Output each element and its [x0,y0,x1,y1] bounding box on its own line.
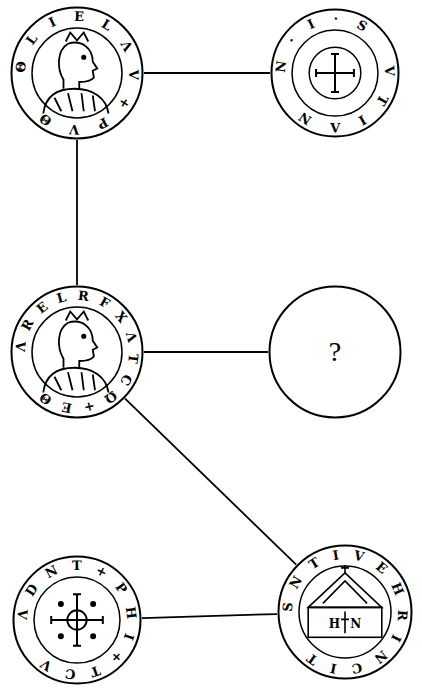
coin-inscription: SNTIVEHRINCIT [280,547,410,676]
coin-inscription: ΘLIELΛV+ΡVΘ [13,9,141,137]
coin-outline: ΛRELRFXΛTCΩ+EΘ [10,285,144,419]
unknown-coin: ? [268,285,402,419]
svg-text:N·I·S VTIΛN: N·I·S VTIΛN [273,11,397,135]
connector-line [144,72,270,74]
temple-design [308,565,382,637]
cross-design [316,54,354,92]
coin-inscription: N·I·S VTIΛN [273,11,397,135]
connector-line [144,351,268,353]
svg-text:ΛRELRFXΛTCΩ+EΘ: ΛRELRFXΛTCΩ+EΘ [13,288,141,416]
coin-outline: N·I·S VTIΛN [270,8,400,138]
coin: N·I·S VTIΛN [270,8,400,138]
coin-inscription: ΛRELRFXΛTCΩ+EΘ [13,288,141,416]
coin: ΘLIELΛV+ΡVΘ [10,6,144,140]
question-mark: ? [268,285,402,419]
svg-text:SNTIVEHRINCIT: SNTIVEHRINCIT [280,547,410,676]
connector-line [142,614,277,618]
coin-outline: ΛDNT+ΡHI+TCV [12,555,142,685]
coin-letters: H N [329,617,362,631]
coin: ΛRELRFXΛTCΩ+EΘ [10,285,144,419]
coin-outline: ΘLIELΛV+ΡVΘ [10,6,144,140]
connector-line [76,140,78,285]
cross-design [51,594,103,646]
svg-text:ΛDNT+ΡHI+TCV: ΛDNT+ΡHI+TCV [15,558,140,682]
coin: SNTIVEHRINCITH N [277,544,413,680]
bust-figure [43,312,108,393]
coin-inscription: ΛDNT+ΡHI+TCV [15,558,140,682]
connector-line [125,399,296,565]
bust-figure [43,33,108,114]
svg-text:ΘLIELΛV+ΡVΘ: ΘLIELΛV+ΡVΘ [13,9,141,137]
coin: ΛDNT+ΡHI+TCV [12,555,142,685]
coin-outline: SNTIVEHRINCITH N [277,544,413,680]
